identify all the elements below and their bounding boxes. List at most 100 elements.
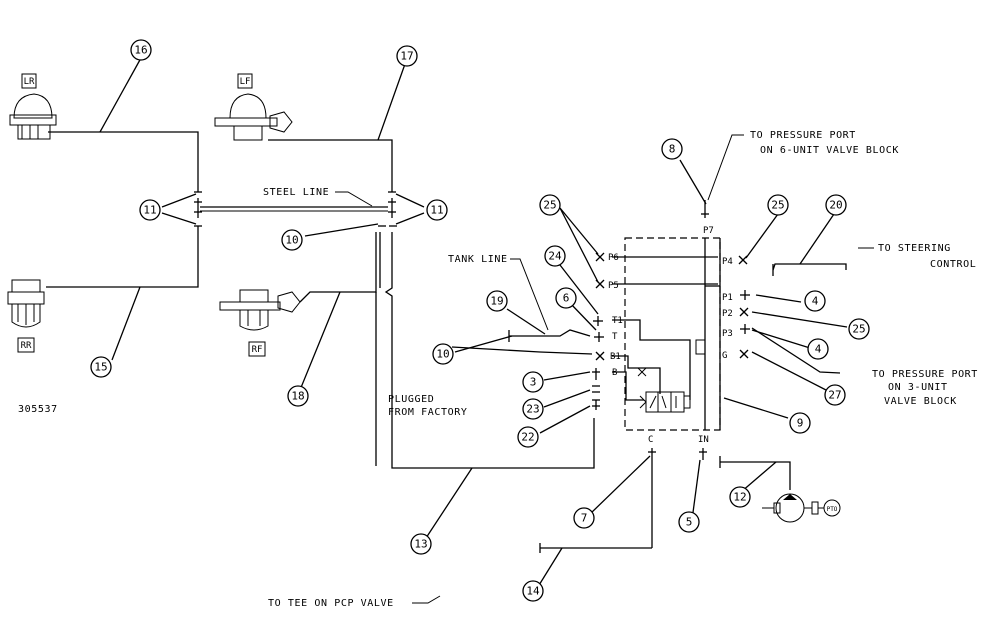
svg-text:25: 25 [771,199,784,212]
callout-14: 14 [522,580,544,602]
port-in: IN [698,435,709,445]
check-valve-icon [695,339,706,355]
b1-circuit [612,355,661,394]
port-b: B [612,368,617,378]
svg-text:3: 3 [530,376,537,389]
callout-24: 24 [544,245,566,267]
svg-text:10: 10 [285,234,298,247]
plugged-label-2: FROM FACTORY [388,407,467,418]
pressure-3unit-label-2: ON 3-UNIT [888,382,948,393]
svg-text:18: 18 [291,390,304,403]
rf-cylinder-icon [219,289,301,331]
port-t1: T1 [612,316,623,326]
svg-text:27: 27 [828,389,841,402]
callout-25-right: 25 [767,194,789,216]
port-p2: P2 [722,309,733,319]
callout-23: 23 [522,398,544,420]
svg-text:9: 9 [797,417,804,430]
left-tee-fitting-icon [194,191,202,227]
callout-18: 18 [287,385,309,407]
pto-label: PTO [827,506,838,513]
valve-block-outline [624,237,721,431]
callout-19: 19 [486,290,508,312]
tee-pcp-label: TO TEE ON PCP VALVE [268,598,394,609]
callout-25-lower: 25 [848,318,870,340]
steel-line-leader [335,191,373,207]
tank-line-label: TANK LINE [448,254,508,265]
tank-line-leader [510,258,549,331]
svg-text:20: 20 [829,199,842,212]
rr-label: RR [21,341,32,351]
svg-text:19: 19 [490,295,503,308]
callout-12: 12 [729,486,751,508]
callout-10-upper: 10 [281,229,303,251]
svg-text:11: 11 [143,204,156,217]
pressure-6unit-label-1: TO PRESSURE PORT [750,130,856,141]
svg-text:22: 22 [521,431,534,444]
line-12 [720,461,791,490]
port-fittings-icon [592,210,750,460]
right-tee-fitting-icon [378,191,397,227]
plugged-label-1: PLUGGED [388,394,434,405]
svg-text:7: 7 [581,512,588,525]
callout-6: 6 [555,287,577,309]
steering-line [772,263,847,271]
lr-label: LR [24,77,35,87]
svg-text:25: 25 [543,199,556,212]
port-c: C [648,435,653,445]
pump-icon [762,493,841,523]
svg-text:10: 10 [436,348,449,361]
svg-text:6: 6 [563,292,570,305]
line-17 [268,139,393,192]
callout-4-upper: 4 [804,290,826,312]
rr-cylinder-icon [7,279,45,328]
t-circuit [612,319,691,400]
port-p6: P6 [608,253,619,263]
svg-text:4: 4 [812,295,819,308]
port-p5: P5 [608,281,619,291]
spool-valve-icon [639,391,691,413]
port-b1: B1 [610,352,621,362]
svg-text:8: 8 [669,143,676,156]
line-16 [48,131,199,192]
callout-22: 22 [517,426,539,448]
pressure-3unit-label-1: TO PRESSURE PORT [872,369,978,380]
port-t: T [612,332,618,342]
svg-text:24: 24 [548,250,562,263]
callout-11-right: 11 [426,199,448,221]
port-g: G [722,351,727,361]
port-p1: P1 [722,293,733,303]
callout-9: 9 [789,412,811,434]
callout-27: 27 [824,384,846,406]
lf-cylinder-icon [214,73,293,141]
svg-text:4: 4 [815,343,822,356]
svg-text:5: 5 [686,516,693,529]
callout-17: 17 [396,45,418,67]
svg-text:17: 17 [400,50,413,63]
svg-text:23: 23 [526,403,539,416]
rr-label-box [17,337,35,353]
callout-7: 7 [573,507,595,529]
leader-lines [99,57,848,591]
callout-20: 20 [825,194,847,216]
steering-label-1: TO STEERING [878,243,951,254]
line-13 [384,232,595,469]
pressure-3-leader [751,327,841,374]
plugged-leader [451,346,593,355]
lf-label: LF [240,77,251,87]
svg-text:16: 16 [134,44,147,57]
callout-5: 5 [678,511,700,533]
callout-8: 8 [661,138,683,160]
pressure-6unit-leader [707,134,744,201]
callout-10-lower: 10 [432,343,454,365]
callout-15: 15 [90,356,112,378]
svg-text:13: 13 [414,538,427,551]
tank-line [509,329,591,337]
line-15 [46,226,199,288]
b-circuit [612,371,644,401]
callout-25-upper: 25 [539,194,561,216]
port-p4: P4 [722,257,733,267]
callout-11-left: 11 [139,199,161,221]
